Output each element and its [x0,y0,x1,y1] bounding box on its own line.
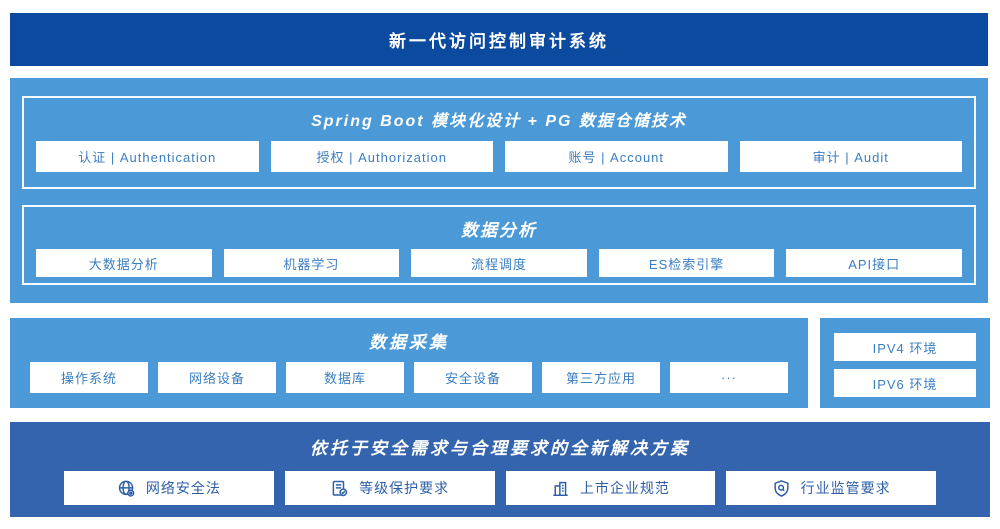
solution-title: 依托于安全需求与合理要求的全新解决方案 [310,439,690,458]
modules-row: 认证 | Authentication 授权 | Authorization 账… [36,141,962,172]
analysis-subsection: 数据分析 大数据分析 机器学习 流程调度 ES检索引擎 API接口 [22,205,976,285]
page-title: 新一代访问控制审计系统 [389,32,609,51]
document-check-icon [330,479,349,498]
collection-database: 数据库 [286,362,404,393]
collection-security-device: 安全设备 [414,362,532,393]
solution-section: 依托于安全需求与合理要求的全新解决方案 网络安全法 [10,422,990,517]
module-account: 账号 | Account [505,141,728,172]
modules-subsection-title: Spring Boot 模块化设计 + PG 数据仓储技术 [311,113,687,130]
solution-item-label: 上市企业规范 [579,480,670,496]
solution-row: 网络安全法 等级保护要求 [64,471,936,505]
collection-network-device: 网络设备 [158,362,276,393]
platform-section: Spring Boot 模块化设计 + PG 数据仓储技术 认证 | Authe… [10,78,988,303]
solution-listed-company: 上市企业规范 [505,471,716,505]
system-title-banner: 新一代访问控制审计系统 [10,13,988,66]
building-icon [551,479,570,498]
analysis-bigdata: 大数据分析 [36,249,212,277]
analysis-row: 大数据分析 机器学习 流程调度 ES检索引擎 API接口 [36,249,962,277]
solution-item-label: 行业监管要求 [800,480,891,496]
env-ipv6: IPV6 环境 [834,369,976,397]
module-authentication: 认证 | Authentication [36,141,259,172]
env-ipv4: IPV4 环境 [834,333,976,361]
analysis-workflow: 流程调度 [411,249,587,277]
collection-row: 操作系统 网络设备 数据库 安全设备 第三方应用 ··· [30,362,788,393]
modules-subsection: Spring Boot 模块化设计 + PG 数据仓储技术 认证 | Authe… [22,96,976,189]
collection-title: 数据采集 [369,333,449,352]
analysis-subsection-title: 数据分析 [461,221,537,240]
collection-os: 操作系统 [30,362,148,393]
analysis-es: ES检索引擎 [598,249,775,277]
solution-item-label: 等级保护要求 [359,480,450,496]
collection-section: 数据采集 操作系统 网络设备 数据库 安全设备 第三方应用 ··· [10,318,808,408]
globe-icon [117,479,136,498]
collection-thirdparty-app: 第三方应用 [542,362,660,393]
module-authorization: 授权 | Authorization [270,141,493,172]
solution-classified-protection: 等级保护要求 [284,471,495,505]
analysis-ml: 机器学习 [223,249,400,277]
solution-item-label: 网络安全法 [145,480,221,496]
shield-search-icon [772,479,791,498]
solution-cybersecurity-law: 网络安全法 [64,471,274,505]
analysis-api: API接口 [786,249,962,277]
collection-more: ··· [670,362,788,393]
module-audit: 审计 | Audit [739,141,962,172]
solution-industry-regulation: 行业监管要求 [726,471,936,505]
environment-section: IPV4 环境 IPV6 环境 [820,318,990,408]
